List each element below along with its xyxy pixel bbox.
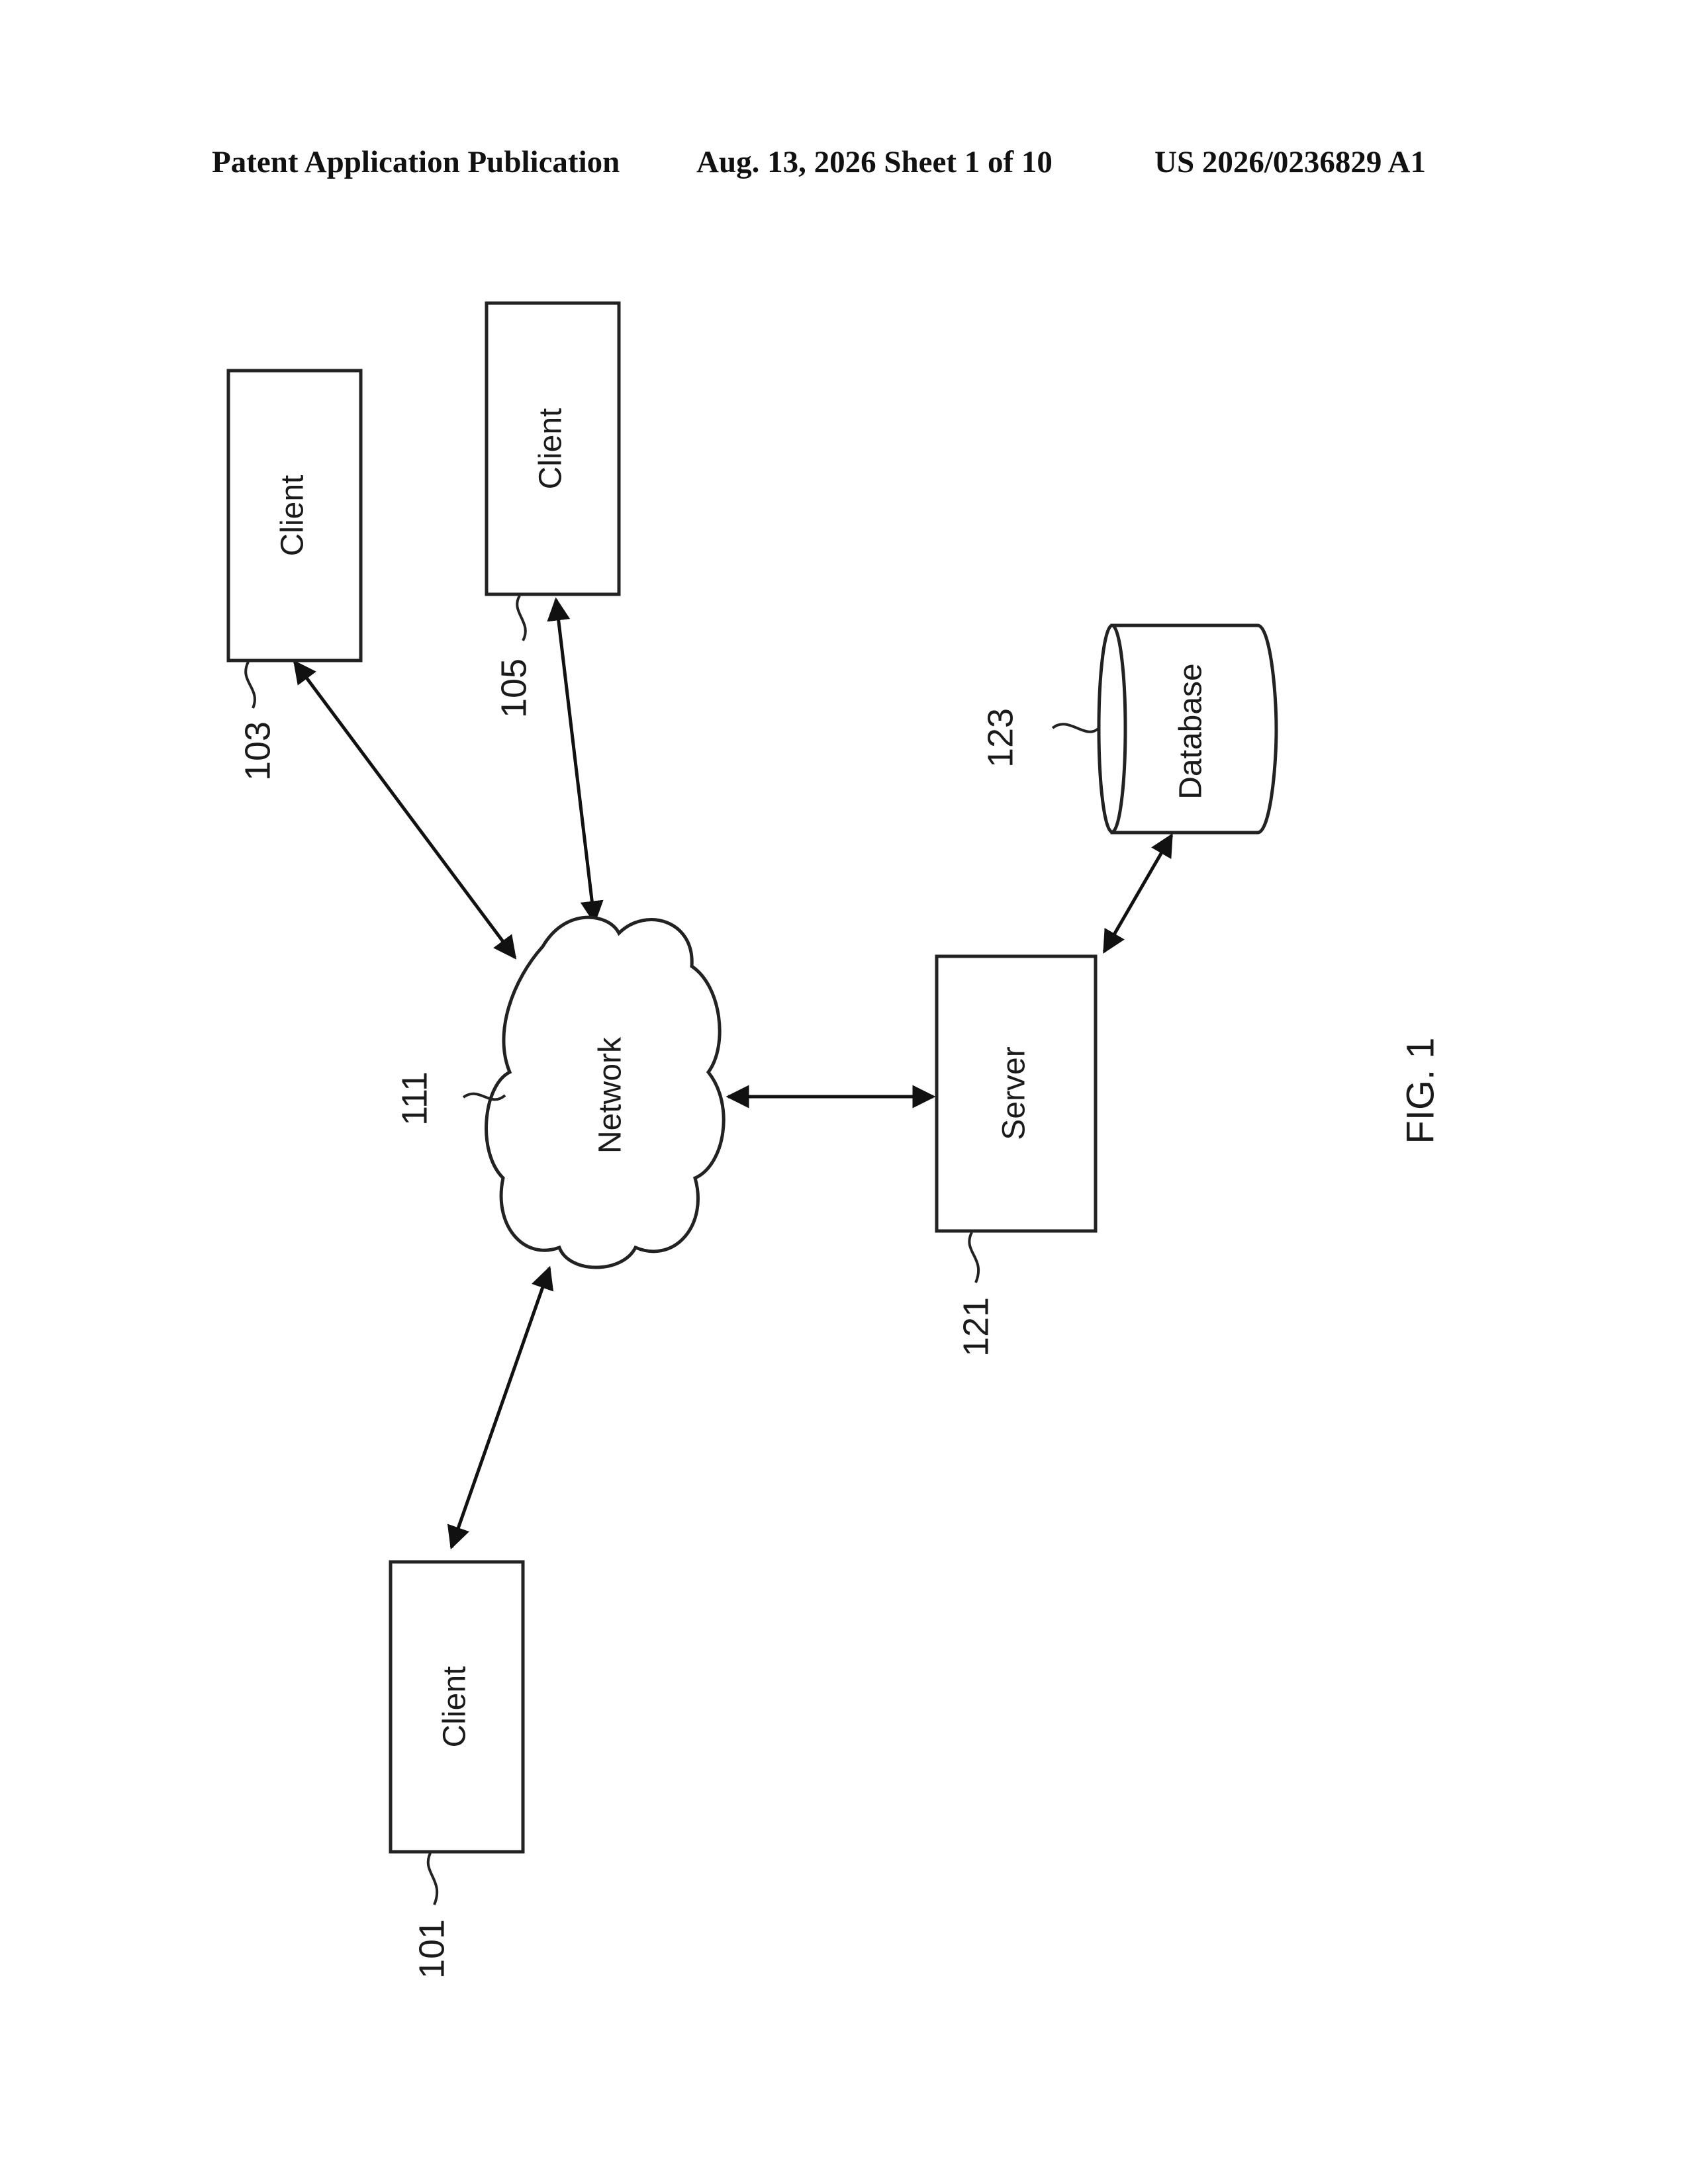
database-lead-line bbox=[1053, 724, 1099, 732]
network-label: Network bbox=[593, 1036, 628, 1154]
figure-label: FIG. 1 bbox=[1399, 1037, 1442, 1144]
client-103-lead-line bbox=[246, 662, 255, 708]
arrow-network-client101 bbox=[451, 1268, 549, 1547]
database-label: Database bbox=[1174, 663, 1209, 799]
server-label: Server bbox=[997, 1046, 1032, 1140]
database-cylinder: Database bbox=[1099, 625, 1276, 833]
client-105-box: Client bbox=[487, 303, 619, 594]
network-ref: 111 bbox=[395, 1071, 434, 1126]
client-105-label: Client bbox=[534, 408, 569, 490]
network-cloud: Network bbox=[487, 917, 724, 1267]
client-101-lead-line bbox=[428, 1853, 437, 1905]
client-103-box: Client bbox=[228, 371, 361, 660]
server-lead-line bbox=[969, 1232, 978, 1283]
client-101-box: Client bbox=[391, 1562, 523, 1852]
server-box: Server bbox=[937, 956, 1096, 1231]
database-ref: 123 bbox=[980, 708, 1020, 768]
client-103-label: Client bbox=[275, 475, 310, 557]
client-103-ref: 103 bbox=[238, 721, 277, 781]
arrow-client103-network bbox=[295, 662, 515, 958]
arrow-client105-network bbox=[556, 600, 594, 922]
client-105-ref: 105 bbox=[494, 659, 534, 718]
client-101-label: Client bbox=[438, 1666, 473, 1748]
client-105-lead-line bbox=[517, 596, 526, 641]
arrow-server-database bbox=[1104, 835, 1172, 952]
client-101-ref: 101 bbox=[412, 1919, 451, 1979]
server-ref: 121 bbox=[956, 1297, 996, 1357]
